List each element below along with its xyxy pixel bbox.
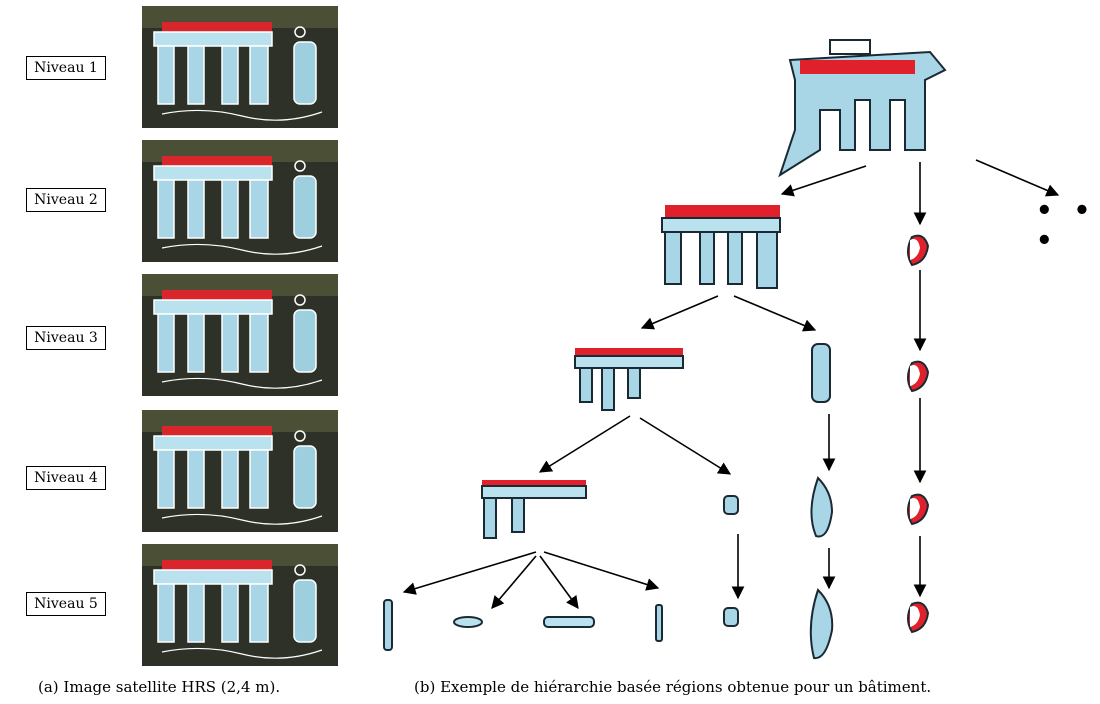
hierarchy-arrows — [402, 159, 1060, 610]
region-l4-tower — [810, 476, 834, 538]
arrow-root-to-more — [975, 159, 1060, 197]
level-label-4: Niveau 4 — [26, 466, 106, 490]
region-l5-a — [383, 599, 393, 651]
region-l2-small — [907, 234, 930, 267]
level-label-3: Niveau 3 — [26, 326, 106, 350]
level-label-2: Niveau 2 — [26, 188, 106, 212]
arrow-l2a-to-l3b — [733, 295, 817, 332]
region-l5-c — [543, 616, 595, 628]
satellite-image-level-1 — [142, 6, 338, 128]
region-root — [778, 39, 947, 178]
region-l3-small — [907, 360, 930, 393]
caption-a: (a) Image satellite HRS (2,4 m). — [38, 678, 281, 696]
satellite-image-level-2 — [142, 140, 338, 262]
region-l5-f — [809, 588, 834, 660]
caption-b: (b) Exemple de hiérarchie basée régions … — [414, 678, 932, 696]
arrow-l4a-to-l5d — [543, 551, 660, 591]
satellite-image-level-5 — [142, 544, 338, 666]
region-l4-small — [907, 493, 930, 526]
arrow-l4a-to-l5c — [539, 555, 579, 610]
region-l4-pillar — [723, 495, 739, 515]
arrow-l2a-to-l3a — [640, 295, 719, 330]
satellite-image-level-3 — [142, 274, 338, 396]
region-l3-colonnade — [574, 348, 684, 411]
region-l3-tower — [811, 343, 831, 403]
region-l5-e — [723, 607, 739, 627]
arrow-l4a-to-l5a — [402, 551, 537, 595]
region-l5-small — [907, 601, 930, 634]
arrow-l4a-to-l5b — [491, 555, 537, 609]
arrow-root-to-l2a — [780, 165, 867, 197]
region-l5-d — [655, 604, 663, 642]
region-l2-colonnade — [661, 205, 781, 289]
region-l4-wing — [481, 480, 587, 539]
level-label-5: Niveau 5 — [26, 592, 106, 616]
arrow-l3a-to-l4b — [639, 417, 732, 475]
arrow-l3a-to-l4a — [538, 415, 631, 473]
region-l5-b — [453, 616, 483, 628]
level-label-1: Niveau 1 — [26, 56, 106, 80]
satellite-image-level-4 — [142, 410, 338, 532]
more-regions-ellipsis: • • • — [1036, 196, 1097, 256]
